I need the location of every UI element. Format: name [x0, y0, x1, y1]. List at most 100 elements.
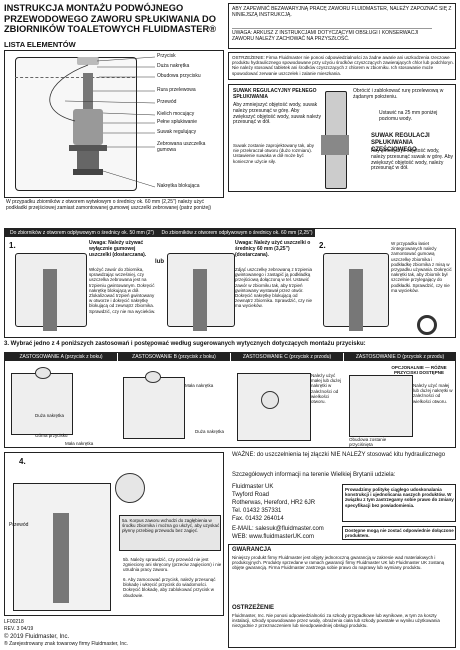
- contact-intro: Szczegółowych informacji na terenie Wiel…: [232, 472, 396, 478]
- case-b-tank: [123, 377, 185, 439]
- top-note: ABY ZAPEWNIĆ BEZAWARYJNĄ PRACĘ ZAWORU FL…: [232, 6, 452, 18]
- part-label: Pełne spłukiwanie: [157, 119, 198, 125]
- page-title: INSTRUKCJA MONTAŻU PODWÓJNEGO PRZEWODOWE…: [4, 3, 217, 34]
- case-d-header: ZASTOSOWANIE D (przycisk z przodu): [344, 353, 456, 361]
- phone: Tel. 01432 357331: [232, 508, 282, 514]
- step-1b-text: Zdjąć uszczelkę zebrowaną z trzpienia gw…: [235, 267, 313, 309]
- part-label: Przycisk: [157, 53, 176, 59]
- partial-flush-text: Aby zmniejszyć objętość wody, należy prz…: [371, 148, 453, 172]
- case-b-label: Mała nakrętka: [185, 383, 214, 388]
- push-button: [77, 57, 99, 65]
- availability-box: Dostępne mogą nie zostać odpowiednie doł…: [342, 526, 456, 540]
- part-label: Obudowa przycisku: [157, 73, 201, 79]
- copyright: © 2019 Fluidmaster, Inc.: [4, 634, 70, 640]
- step-5b-text: 5b. Należy sprawdzić, czy przewód nie je…: [123, 557, 222, 573]
- liability-text: Fluidmaster, Inc. Nie ponosi odpowiedzia…: [232, 613, 440, 629]
- step-4-valve: [53, 513, 69, 603]
- parts-heading: LISTA ELEMENTÓW: [4, 40, 76, 49]
- doc-revision: REV. 3 04/19: [4, 626, 34, 632]
- washer-icon: [417, 315, 437, 335]
- company-name: Fluidmaster UK: [232, 484, 274, 490]
- step-3-heading: 3. Wybrać jedno z 4 poniższych zastosowa…: [4, 341, 366, 347]
- case-b-label: Duża nakrętka: [195, 429, 225, 434]
- availability-note: Dostępne mogą nie zostać odpowiednie doł…: [345, 528, 454, 539]
- warning-box: OSTRZEŻENIE: Firma Fluidmaster nie ponos…: [228, 52, 456, 80]
- case-a-button: [35, 367, 51, 379]
- address-line: Rotherwas, Hereford, HR2 6JR: [232, 500, 316, 506]
- top-note-2: UWAGA: ARKUSZ Z INSTRUKCJAMI DOTYCZĄCYMI…: [232, 28, 432, 43]
- water-line: [15, 77, 135, 78]
- case-b-button: [145, 371, 161, 383]
- full-flush-text: Aby zmniejszyć objętość wody, suwak nale…: [233, 102, 321, 126]
- step-1b-header: Do zbiorników z otworem odpływowym o śre…: [159, 229, 315, 237]
- step-1b-uwaga: Uwaga: Należy użyć uszczelki o średnicy …: [235, 240, 311, 258]
- step-1-number: 1.: [9, 241, 16, 250]
- case-a-label: Górna przycisku: [35, 433, 68, 438]
- step-2-number: 2.: [319, 241, 326, 250]
- part-label: Nakrętka blokująca: [157, 183, 200, 189]
- slider-detail: [321, 135, 349, 155]
- policy-box: Prowadzimy politykę ciągłego udoskonalan…: [342, 484, 456, 522]
- or-label: lub: [155, 259, 164, 265]
- step-4-panel: 4. Przewód 5a. Korpus zaworu wchodzi do …: [4, 452, 224, 616]
- doc-code: LF00218: [4, 619, 24, 625]
- case-a-label: Duża nakrętka: [35, 413, 65, 418]
- valve-body: [73, 109, 103, 145]
- step-3-panel: ZASTOSOWANIE A (przycisk z boku) ZASTOSO…: [4, 352, 456, 448]
- case-d-text: Należy użyć małej lub dużej nakrętki w z…: [413, 383, 453, 404]
- warranty-text: Niniejszy produkt firmy Fluidmaster jest…: [232, 555, 445, 571]
- threaded-shank: [77, 151, 99, 169]
- case-d-tank: [349, 375, 413, 437]
- step-4-number: 4.: [19, 457, 26, 466]
- warranty-box: GWARANCJA Niniejszy produkt firmy Fluidm…: [228, 544, 456, 648]
- website-link[interactable]: WEB: www.fluidmasterUK.com: [232, 534, 315, 540]
- case-a-header: ZASTOSOWANIE A (przycisk z boku): [5, 353, 117, 361]
- putty-warning: WAŻNE: do uszczelnienia tej złączki NIE …: [232, 452, 446, 458]
- part-label: Zebrowana uszczelka gumowa: [157, 141, 206, 153]
- cable-label: Przewód: [9, 522, 29, 528]
- water-level-note: Ustawić na 25 mm poniżej poziomu wody.: [379, 110, 438, 122]
- case-a-label: Mała nakrętka: [65, 441, 94, 446]
- step-1a-uwaga: Uwaga: Należy używać wyłącznie gumowej u…: [89, 240, 147, 258]
- step-6-text: 6. Aby zamocować przycisk, należy przesu…: [123, 577, 216, 598]
- step-2-text: W przypadku łasiet zintegrowanych należy…: [391, 241, 452, 293]
- address-line: Twyford Road: [232, 492, 270, 498]
- lock-nut: [73, 169, 103, 175]
- chlorine-warning: OSTRZEŻENIE: Firma Fluidmaster nie ponos…: [232, 55, 454, 76]
- policy-note: Prowadzimy politykę ciągłego udoskonalan…: [345, 487, 454, 508]
- full-flush-note: Suwak zostanie zaprojektowany tak, aby n…: [233, 143, 315, 164]
- step-5a-box: 5a. Korpus zaworu wchodzi do zagłębienia…: [119, 515, 221, 551]
- rotate-note: Obrócić i zablokować rurę przelewową w ż…: [353, 88, 444, 100]
- case-d-optional: OPCJONALNIE — RÓŻNE PRZYCISKI DOSTĘPNE: [391, 365, 447, 376]
- rubber-seal: [69, 145, 107, 151]
- step-2-valve: [349, 269, 363, 331]
- step-1a-text: Włożyć zawór do zbiornika, sprawdzając w…: [89, 267, 156, 314]
- liability-title: OSTRZEŻENIE: [232, 605, 275, 611]
- cable-line: [49, 56, 156, 188]
- email-link[interactable]: E-MAIL: salesuk@fluidmaster.com: [232, 526, 324, 532]
- partial-flush-title: SUWAK REGULACJI SPŁUKIWANIA CZĘŚCIOWEGO: [371, 133, 430, 153]
- part-label: Duża nakrętka: [157, 63, 190, 69]
- step-1a-header: Do zbiorników z otworem odpływowym o śre…: [5, 229, 159, 237]
- parts-diagram: Przycisk Duża nakrętka Obudowa przycisku…: [4, 50, 224, 198]
- adjustment-panel: SUWAK REGULACYJNY PEŁNEGO SPŁUKIWANIA Ab…: [228, 84, 456, 192]
- case-c-text: Należy użyć małej lub dużej nakrętki w z…: [311, 373, 342, 405]
- trademark-note: ® Zarejestrowany znak towarowy firmy Flu…: [4, 641, 128, 647]
- step-1b-valve: [193, 269, 207, 331]
- part-label: Przewód: [157, 99, 177, 105]
- top-notice-box: ABY ZAPEWNIĆ BEZAWARYJNĄ PRACĘ ZAWORU FL…: [228, 3, 456, 49]
- fax: Fax. 01432 264014: [232, 516, 284, 522]
- step-4-detail-circle: [115, 473, 145, 503]
- step-1a-valve: [43, 269, 57, 331]
- step-5a-text: 5a. Korpus zaworu wchodzi do zagłębienia…: [122, 518, 220, 534]
- case-a-tank: [11, 373, 73, 435]
- warranty-title: GWARANCJA: [232, 547, 272, 553]
- case-c-button: [261, 391, 279, 409]
- part-label: Suwak regulujący: [157, 129, 197, 135]
- part-label: Kielich mocujący: [157, 111, 195, 117]
- full-flush-title: SUWAK REGULACYJNY PEŁNEGO SPŁUKIWANIA: [233, 88, 317, 100]
- adapter-note: W przypadku zbiorników z otworem wytwłow…: [6, 199, 212, 211]
- case-c-header: ZASTOSOWANIE C (przycisk z przodu): [231, 353, 343, 361]
- part-label: Rura przelewowa: [157, 87, 196, 93]
- step-1-panel: Do zbiorników z otworem odpływowym o śre…: [4, 228, 456, 338]
